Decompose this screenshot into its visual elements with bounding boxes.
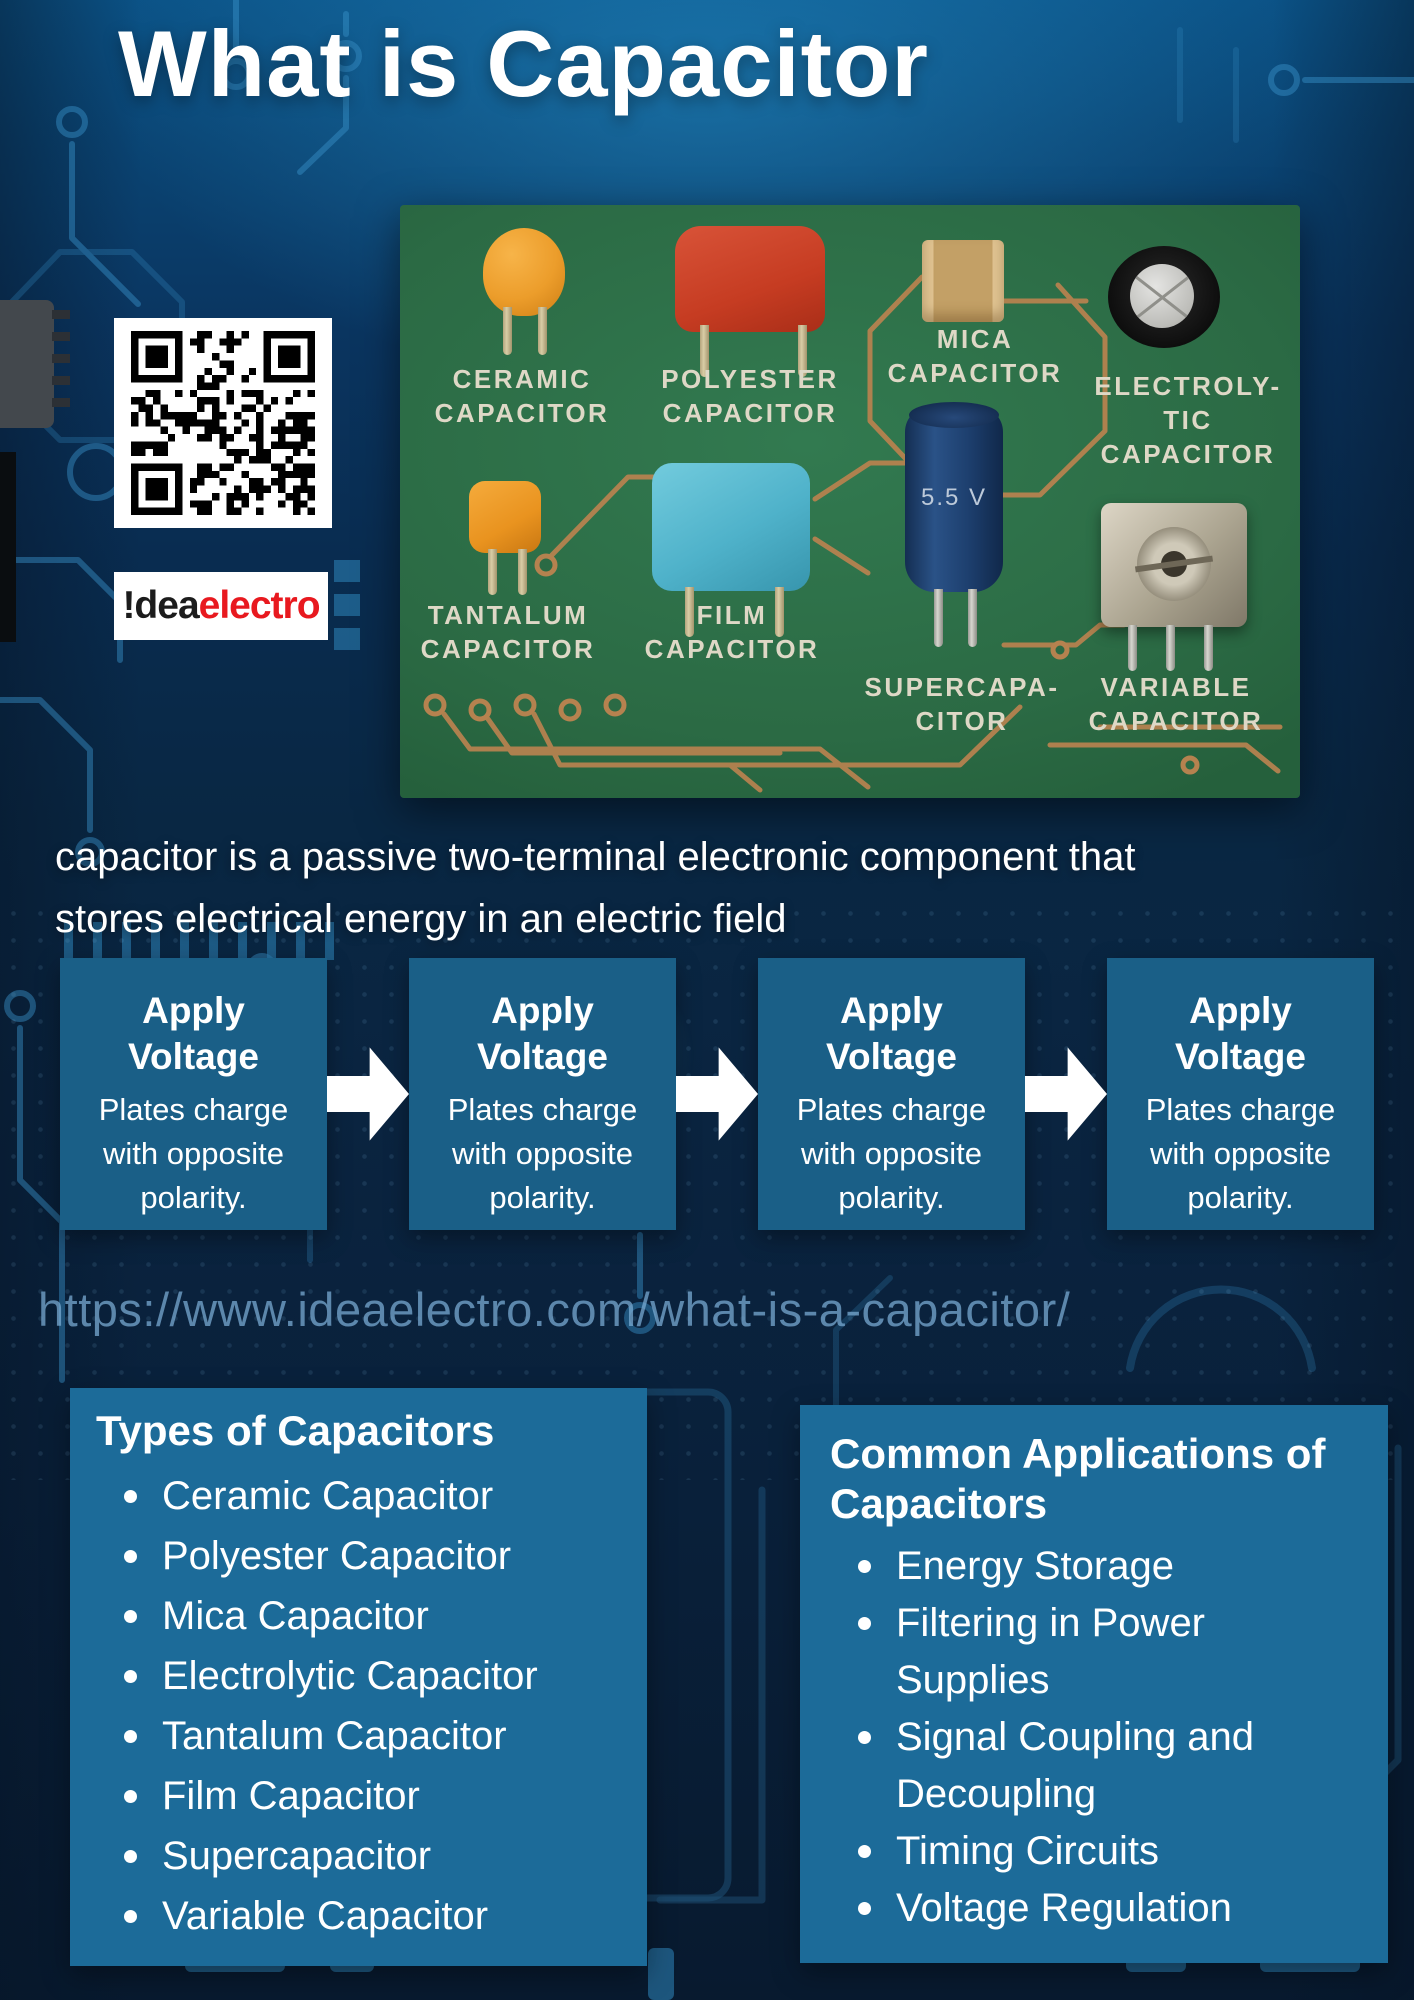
right-arrow-icon [327, 1047, 409, 1141]
applications-list: Energy Storage Filtering in Power Suppli… [830, 1538, 1368, 1937]
ceramic-capacitor-image [483, 228, 565, 316]
list-item: Signal Coupling and Decoupling [850, 1709, 1368, 1823]
component-leg [1204, 625, 1213, 671]
page-title: What is Capacitor [118, 11, 929, 116]
list-item: Timing Circuits [850, 1823, 1368, 1880]
polyester-capacitor-image [675, 226, 825, 332]
component-leg [538, 307, 547, 355]
right-arrow-icon [1025, 1047, 1107, 1141]
list-item: Voltage Regulation [850, 1880, 1368, 1937]
board-label-film: FILM CAPACITOR [644, 600, 820, 664]
step-body: Plates charge with opposite polarity. [1145, 1091, 1336, 1215]
list-item: Filtering in Power Supplies [850, 1595, 1368, 1709]
step-title: Apply Voltage [1175, 990, 1306, 1077]
board-label-supercapacitor: SUPERCAPA- CITOR [864, 672, 1060, 736]
board-label-variable: VARIABLE CAPACITOR [1088, 672, 1264, 736]
copper-traces [423, 274, 1283, 793]
list-item: Energy Storage [850, 1538, 1368, 1595]
component-leg [488, 549, 497, 595]
electrolytic-top-face [1130, 264, 1194, 328]
film-capacitor-image [652, 463, 810, 591]
mica-capacitor-image [922, 240, 1004, 322]
step-title: Apply Voltage [826, 990, 957, 1077]
list-item: Polyester Capacitor [116, 1526, 631, 1586]
component-leg [518, 549, 527, 595]
article-url-link[interactable]: https://www.ideaelectro.com/what-is-a-ca… [38, 1283, 1071, 1336]
right-arrow-icon [676, 1047, 758, 1141]
component-leg [968, 589, 977, 647]
apply-voltage-steps: Apply Voltage Plates charge with opposit… [60, 958, 1374, 1230]
component-leg [685, 587, 694, 637]
variable-capacitor-image [1101, 503, 1247, 627]
step-card: Apply Voltage Plates charge with opposit… [409, 958, 676, 1230]
applications-panel-title: Common Applications of Capacitors [830, 1430, 1326, 1527]
list-item: Supercapacitor [116, 1826, 631, 1886]
component-leg [1166, 625, 1175, 671]
list-item: Ceramic Capacitor [116, 1466, 631, 1526]
step-title: Apply Voltage [128, 990, 259, 1077]
capacitor-board-image: CERAMIC CAPACITOR POLYESTER CAPACITOR MI… [400, 205, 1300, 798]
chip-icon [0, 300, 70, 642]
variable-capacitor-screw [1134, 527, 1214, 601]
step-card: Apply Voltage Plates charge with opposit… [60, 958, 327, 1230]
step-body: Plates charge with opposite polarity. [447, 1091, 638, 1215]
logo-text-suffix: electro [198, 584, 321, 627]
supercapacitor-image: 5.5 V [905, 402, 1003, 592]
capacitor-definition-text: capacitor is a passive two-terminal elec… [55, 835, 1136, 942]
step-body: Plates charge with opposite polarity. [98, 1091, 289, 1215]
component-leg [798, 325, 807, 377]
step-body: Plates charge with opposite polarity. [796, 1091, 987, 1215]
list-item: Mica Capacitor [116, 1586, 631, 1646]
logo-text-prefix: !dea [122, 584, 199, 627]
electrolytic-capacitor-image [1108, 246, 1220, 348]
step-card: Apply Voltage Plates charge with opposit… [758, 958, 1025, 1230]
board-label-electrolytic: ELECTROLY- TIC CAPACITOR [1094, 371, 1282, 469]
list-item: Variable Capacitor [116, 1886, 631, 1946]
applications-panel: Common Applications of Capacitors Energy… [800, 1405, 1388, 1964]
board-label-polyester: POLYESTER CAPACITOR [661, 364, 839, 428]
step-title: Apply Voltage [477, 990, 608, 1077]
types-list: Ceramic Capacitor Polyester Capacitor Mi… [96, 1466, 631, 1946]
board-label-mica: MICA CAPACITOR [887, 324, 1063, 388]
component-leg [934, 589, 943, 647]
component-leg [1128, 625, 1137, 671]
tantalum-capacitor-image [469, 481, 541, 553]
board-label-ceramic: CERAMIC CAPACITOR [434, 364, 610, 428]
list-item: Tantalum Capacitor [116, 1706, 631, 1766]
list-item: Electrolytic Capacitor [116, 1646, 631, 1706]
component-leg [700, 325, 709, 377]
component-leg [503, 307, 512, 355]
supercapacitor-voltage-label: 5.5 V [920, 484, 988, 511]
types-of-capacitors-panel: Types of Capacitors Ceramic Capacitor Po… [70, 1388, 647, 1966]
board-label-tantalum: TANTALUM CAPACITOR [420, 600, 596, 664]
step-card: Apply Voltage Plates charge with opposit… [1107, 958, 1374, 1230]
qr-code [114, 318, 332, 528]
list-item: Film Capacitor [116, 1766, 631, 1826]
component-leg [775, 587, 784, 637]
types-panel-title: Types of Capacitors [96, 1407, 495, 1454]
